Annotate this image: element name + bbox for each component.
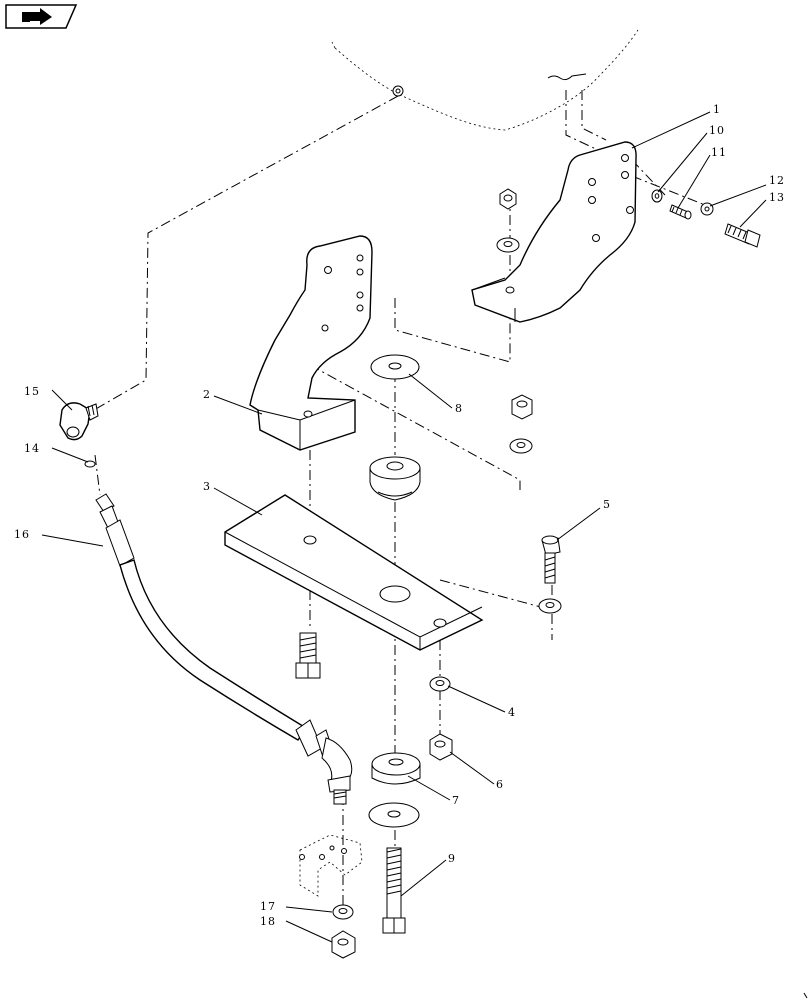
upper-rubber-mount: [369, 456, 421, 501]
leader-lines: [41, 111, 767, 943]
callout-3: 3: [203, 480, 211, 493]
part-14-oring: [84, 460, 96, 468]
callout-15: 15: [24, 385, 40, 398]
part-4-washer: [429, 676, 451, 692]
callout-1: 1: [713, 103, 721, 116]
callout-4: 4: [508, 706, 516, 719]
callout-8: 8: [455, 402, 463, 415]
middle-nut: [511, 394, 533, 420]
part-5-bolt: [541, 535, 561, 584]
part-10-washer: [651, 189, 663, 203]
middle-washer: [509, 438, 533, 454]
callout-12: 12: [769, 174, 785, 187]
part-1-bracket: [471, 141, 637, 323]
part-7-rubber-mount: [371, 752, 421, 785]
left-bolt: [295, 632, 321, 679]
forward-nav-button[interactable]: [5, 4, 78, 29]
callout-10: 10: [709, 124, 725, 137]
callout-17: 17: [260, 900, 276, 913]
callout-18: 18: [260, 915, 276, 928]
lower-right-washer: [538, 598, 562, 614]
upper-washer: [496, 237, 520, 253]
callout-9: 9: [448, 852, 456, 865]
corner-mark: [803, 992, 808, 999]
part-2-bracket: [249, 235, 373, 451]
lower-washer: [368, 802, 420, 828]
forward-arrow-icon: [22, 8, 52, 25]
tank-outline: [331, 29, 639, 131]
callout-7: 7: [452, 794, 460, 807]
part-6-nut: [429, 733, 453, 761]
callout-6: 6: [496, 778, 504, 791]
part-18-nut: [331, 930, 356, 959]
hose-clamp-bracket: [299, 834, 363, 897]
part-9-long-bolt: [382, 847, 406, 934]
part-11-bolt: [669, 204, 692, 220]
part-16-hose: [95, 493, 353, 805]
callout-5: 5: [603, 498, 611, 511]
part-13-bolt: [724, 223, 761, 248]
callout-labels: 1 10 11 12 13 2 3 5 4 6 7 8 9 15 14 16 1…: [14, 103, 785, 928]
part-15-elbow-fitting: [59, 402, 99, 441]
part-12-washer: [700, 202, 714, 216]
callout-14: 14: [24, 442, 40, 455]
callout-11: 11: [711, 146, 727, 159]
part-8-washer: [370, 354, 420, 380]
callout-13: 13: [769, 191, 785, 204]
upper-nut: [499, 188, 517, 210]
part-17-washer: [332, 904, 354, 920]
callout-2: 2: [203, 388, 211, 401]
part-3-plate: [224, 494, 484, 651]
callout-16: 16: [14, 528, 30, 541]
